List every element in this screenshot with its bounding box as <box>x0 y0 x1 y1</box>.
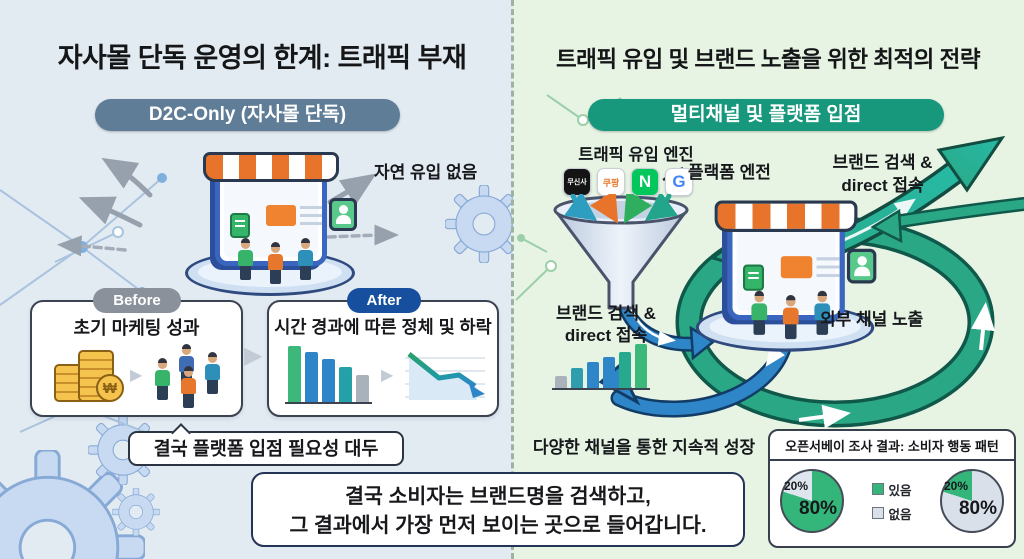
store-awning-icon <box>714 200 858 232</box>
shop-card-icon <box>230 213 250 238</box>
channel-icon: G <box>665 168 693 196</box>
bar <box>356 374 369 402</box>
pie-chart-direct: 20% 80% <box>939 469 1004 533</box>
bar <box>635 343 647 388</box>
shop-card-icon <box>743 264 764 291</box>
external-exposure-label: 외부 채널 노출 <box>820 310 924 329</box>
survey-box: 오픈서베이 조사 결과: 소비자 행동 패턴 20% 80% 있음 없음 20%… <box>768 429 1016 548</box>
channel-icon: 쿠팡 <box>597 168 625 196</box>
legend-swatch-no <box>872 507 885 519</box>
user-card-icon <box>846 248 877 284</box>
platform-engine-label: 플랙폼 엔전 <box>688 163 771 182</box>
bar <box>571 367 583 388</box>
footer-note: 결국 소비자는 브랜드명을 검색하고, 그 결과에서 가장 먼저 보이는 곳으로… <box>251 472 745 547</box>
growth-bar-chart <box>552 340 650 390</box>
right-title: 트래픽 유입 및 브랜드 노출을 위한 최적의 전략 <box>555 47 981 72</box>
after-card: 시간 경과에 따른 정체 및 하락 ▶ <box>267 300 499 417</box>
channel-icon: 무신사 <box>563 168 591 196</box>
bar <box>603 357 615 388</box>
store-banner <box>266 205 296 226</box>
bar <box>305 351 318 402</box>
left-title: 자사몰 단독 운영의 한계: 트래픽 부재 <box>57 43 467 73</box>
survey-legend: 있음 없음 <box>872 480 912 523</box>
coins-icon: ₩ <box>54 344 124 402</box>
panel-divider <box>511 0 514 559</box>
after-badge: After <box>347 288 421 313</box>
traffic-funnel-icon <box>553 194 689 310</box>
pie-chart-search: 20% 80% <box>780 469 844 533</box>
store-awning-icon <box>203 152 339 182</box>
before-card: 초기 마케팅 성과 ₩ ▶ <box>30 300 243 417</box>
platform-store-illustration <box>695 196 877 352</box>
decline-line-chart <box>405 352 485 400</box>
brand-search-side-label: 브랜드 검색 & direct 접속 <box>556 304 656 346</box>
bar <box>587 362 599 388</box>
growth-caption: 다양한 채널을 통한 지속적 성장 <box>532 438 756 457</box>
funnel-title: 트래픽 유입 엔진 <box>578 146 694 164</box>
d2c-store-illustration <box>185 148 357 296</box>
chevron-icon: ▶ <box>381 367 394 384</box>
chevron-icon: ▶ <box>130 367 143 384</box>
after-card-title: 시간 경과에 따른 정체 및 하락 <box>274 317 492 337</box>
before-badge: Before <box>93 288 181 313</box>
bar <box>322 358 335 402</box>
d2c-only-badge: D2C-Only (자사몰 단독) <box>95 99 400 131</box>
no-inflow-label: 자연 유입 없음 <box>374 163 478 182</box>
survey-title: 오픈서베이 조사 결과: 소비자 행동 패턴 <box>770 431 1014 461</box>
bar <box>288 346 301 402</box>
channel-icon: N <box>631 168 659 196</box>
people-group-icon <box>152 342 232 408</box>
before-card-title: 초기 마케팅 성과 <box>73 318 200 338</box>
multichannel-badge: 멀티채널 및 플랫폼 입점 <box>588 99 944 131</box>
decline-bar-chart <box>285 346 372 404</box>
bar <box>619 351 631 388</box>
user-card-icon <box>329 198 357 231</box>
bar <box>339 366 352 402</box>
bar <box>555 375 567 388</box>
legend-swatch-yes <box>872 483 885 495</box>
brand-search-top-label: 브랜드 검색 & direct 접속 <box>832 153 933 195</box>
store-banner <box>780 256 813 279</box>
between-cards-chevron-icon: ▶ <box>244 342 263 369</box>
conclusion-bubble: 결국 플랫폼 입점 필요성 대두 <box>128 431 404 466</box>
